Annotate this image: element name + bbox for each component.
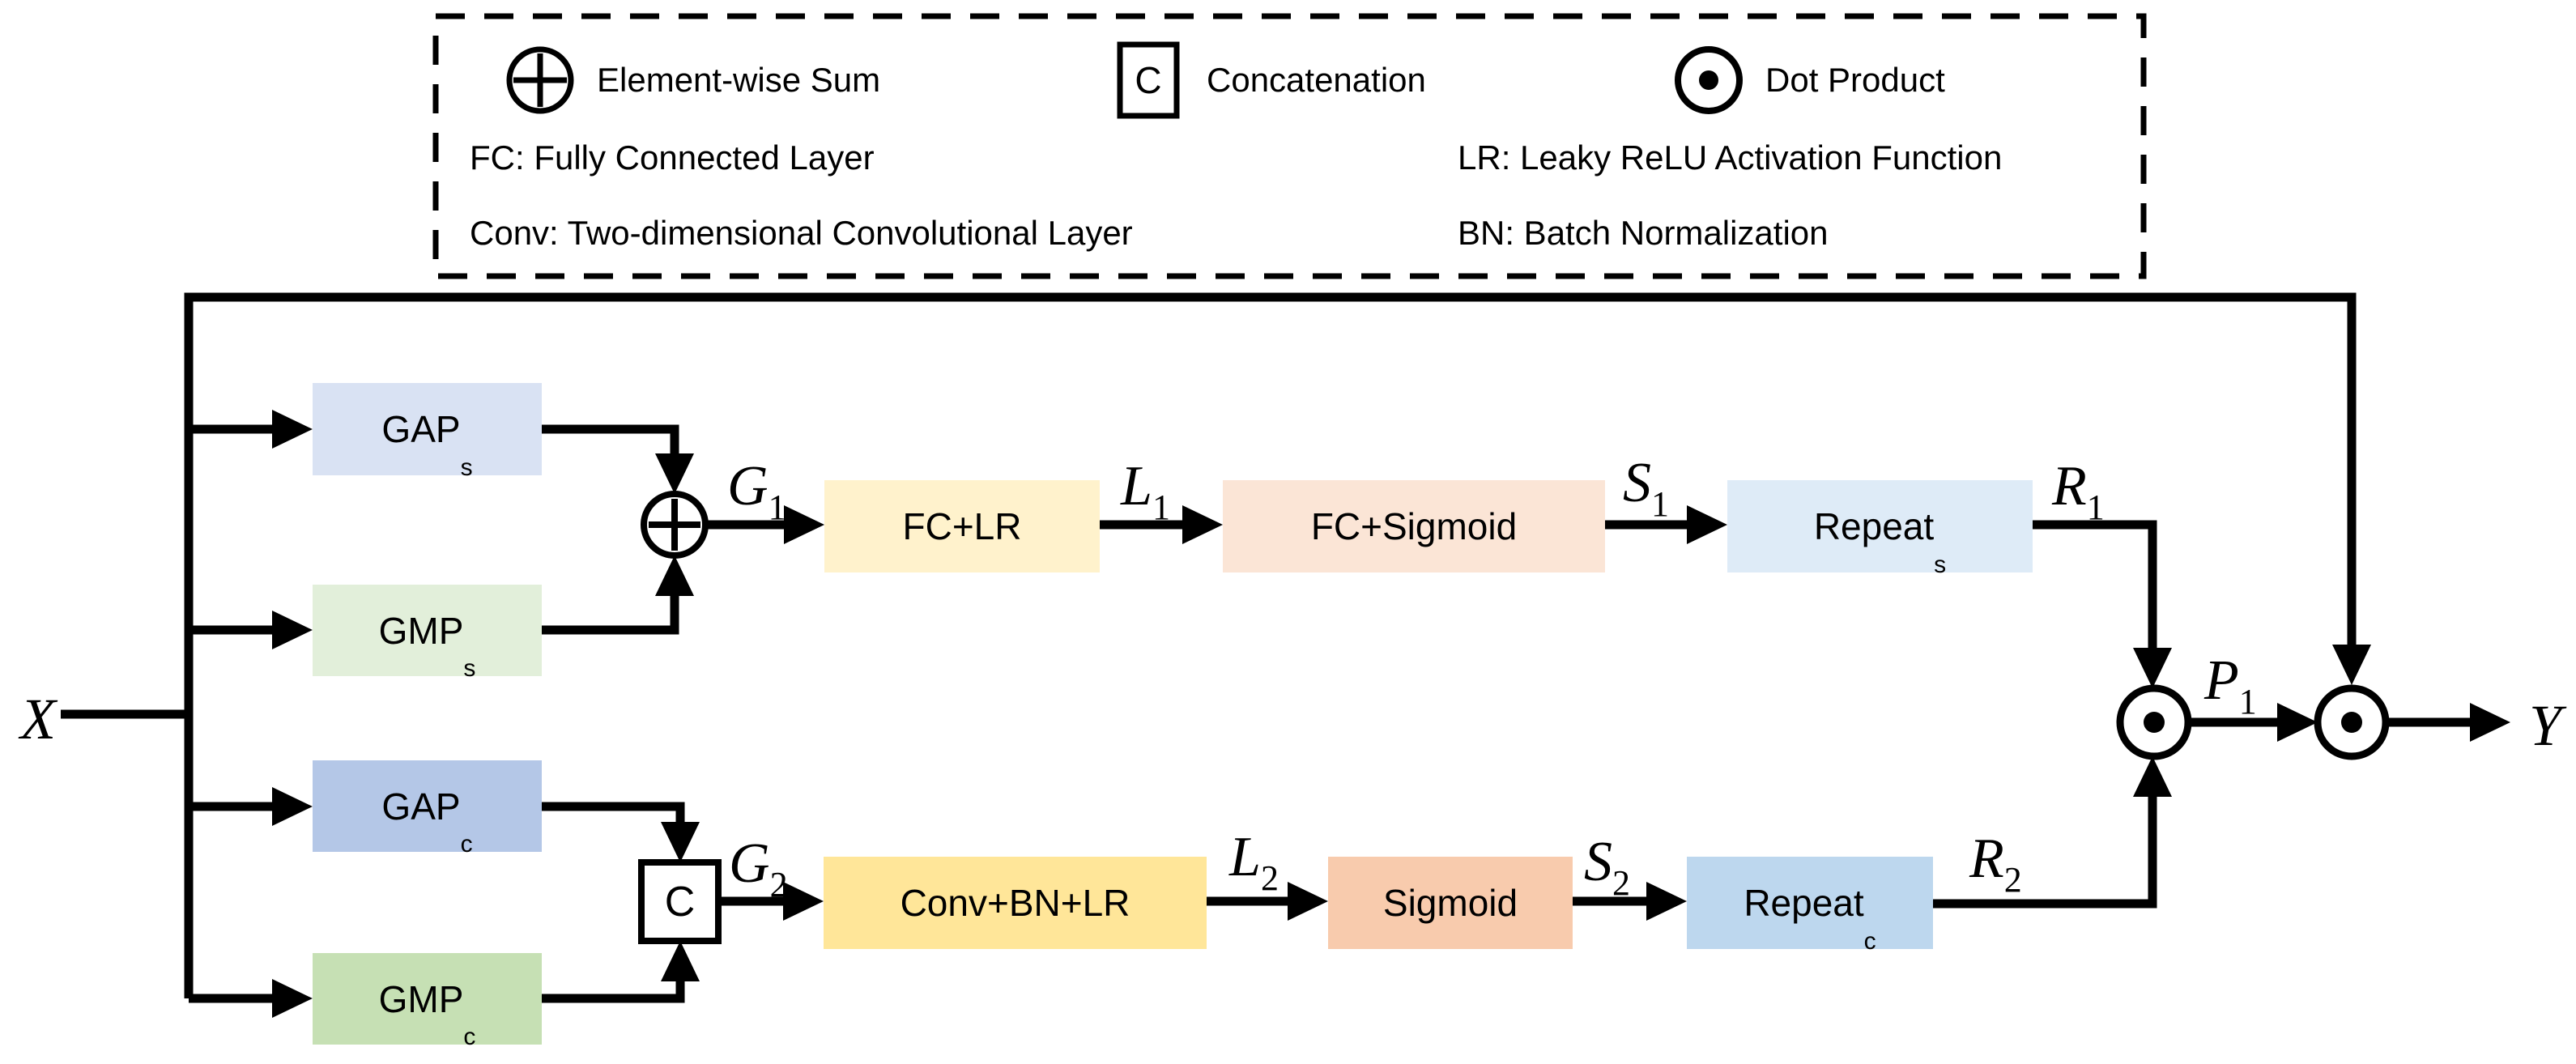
concat-node-glyph: C: [664, 878, 696, 926]
legend-dashed-box: [432, 13, 2147, 279]
dot-product-node-2: [2314, 684, 2390, 760]
element-wise-sum-icon: [506, 46, 574, 114]
flow-lines: [61, 292, 2473, 1003]
legend-abbrev-lr: LR: Leaky ReLU Activation Function: [1458, 138, 2003, 177]
block-gap-spatial: GAP s: [313, 383, 542, 480]
block-repeat-channel-label: Repeat: [1744, 882, 1864, 924]
block-conv-bn-lr-label: Conv+BN+LR: [900, 882, 1130, 924]
signal-s1: S1: [1623, 452, 1669, 524]
signal-r2: R2: [1969, 828, 2022, 900]
block-repeat-channel: Repeat c: [1687, 857, 1933, 954]
block-gmp-channel-label: GMP: [378, 977, 464, 1020]
legend-abbrev-bn: BN: Batch Normalization: [1458, 214, 1829, 252]
block-gap-channel-sub: c: [460, 831, 473, 858]
block-sigmoid: Sigmoid: [1328, 857, 1573, 949]
dot-product-node-1: [2116, 684, 2192, 760]
block-gap-channel: GAP c: [313, 760, 542, 857]
block-sigmoid-label: Sigmoid: [1382, 882, 1518, 924]
legend-abbrev-fc: FC: Fully Connected Layer: [470, 138, 875, 177]
block-repeat-spatial-sub: s: [1934, 551, 1947, 578]
signal-p1: P1: [2204, 649, 2257, 721]
concatenation-node: [638, 859, 722, 944]
block-gap-spatial-label: GAP: [381, 408, 461, 450]
block-gmp-spatial: GMP s: [313, 585, 542, 681]
block-conv-bn-lr: Conv+BN+LR: [824, 857, 1207, 949]
legend-concat-glyph: C: [1135, 59, 1162, 101]
legend-abbrev-conv: Conv: Two-dimensional Convolutional Laye…: [470, 214, 1133, 252]
block-gap-channel-label: GAP: [381, 785, 461, 828]
signal-g1: G1: [727, 455, 786, 527]
block-repeat-spatial: Repeat s: [1727, 480, 2033, 577]
output-label: Y: [2528, 693, 2562, 758]
block-fc-sigmoid-label: FC+Sigmoid: [1310, 505, 1518, 547]
signal-l2: L2: [1229, 826, 1279, 898]
legend-label-element-wise-sum: Element-wise Sum: [597, 61, 881, 99]
block-gmp-spatial-label: GMP: [378, 609, 464, 652]
arrowheads: [272, 410, 2510, 1018]
block-fc-sigmoid: FC+Sigmoid: [1223, 480, 1605, 572]
block-gmp-spatial-sub: s: [463, 655, 476, 682]
signal-l1: L1: [1121, 455, 1170, 527]
block-gmp-channel: GMP c: [313, 953, 542, 1049]
block-repeat-channel-sub: c: [1863, 928, 1876, 955]
concatenation-icon: [1117, 41, 1180, 119]
block-fc-lr: FC+LR: [824, 480, 1100, 572]
legend-label-dot-product: Dot Product: [1765, 61, 1945, 99]
block-fc-lr-label: FC+LR: [902, 505, 1022, 547]
input-label: X: [20, 687, 56, 751]
signal-s2: S2: [1584, 831, 1630, 903]
dot-product-icon: [1675, 46, 1743, 114]
element-wise-sum-node: [641, 491, 709, 559]
signal-g2: G2: [729, 832, 788, 904]
block-gmp-channel-sub: c: [463, 1024, 476, 1050]
legend-label-concatenation: Concatenation: [1207, 61, 1426, 99]
block-gap-spatial-sub: s: [460, 454, 473, 481]
block-repeat-spatial-label: Repeat: [1813, 505, 1935, 547]
signal-r1: R1: [2052, 455, 2105, 527]
